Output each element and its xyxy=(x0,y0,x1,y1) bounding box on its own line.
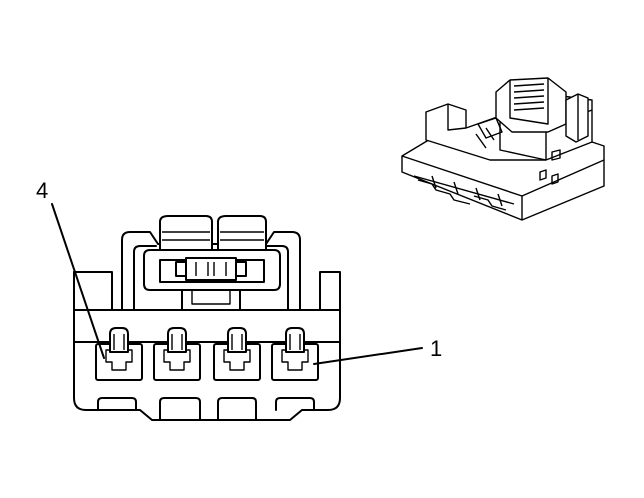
terminal-cavity-4 xyxy=(95,327,143,381)
callout-pin-1: 1 xyxy=(430,336,442,361)
terminal-cavity-1 xyxy=(271,327,319,381)
connector-isometric-view xyxy=(401,77,605,221)
callout-pin-4: 4 xyxy=(36,178,48,203)
leader-line-pin-4 xyxy=(51,203,105,359)
connector-face-view xyxy=(73,215,341,421)
terminal-cavity-2 xyxy=(213,327,261,381)
leader-line-pin-1 xyxy=(313,347,423,365)
terminal-cavity-3 xyxy=(153,327,201,381)
terminal-cavities xyxy=(95,327,319,381)
